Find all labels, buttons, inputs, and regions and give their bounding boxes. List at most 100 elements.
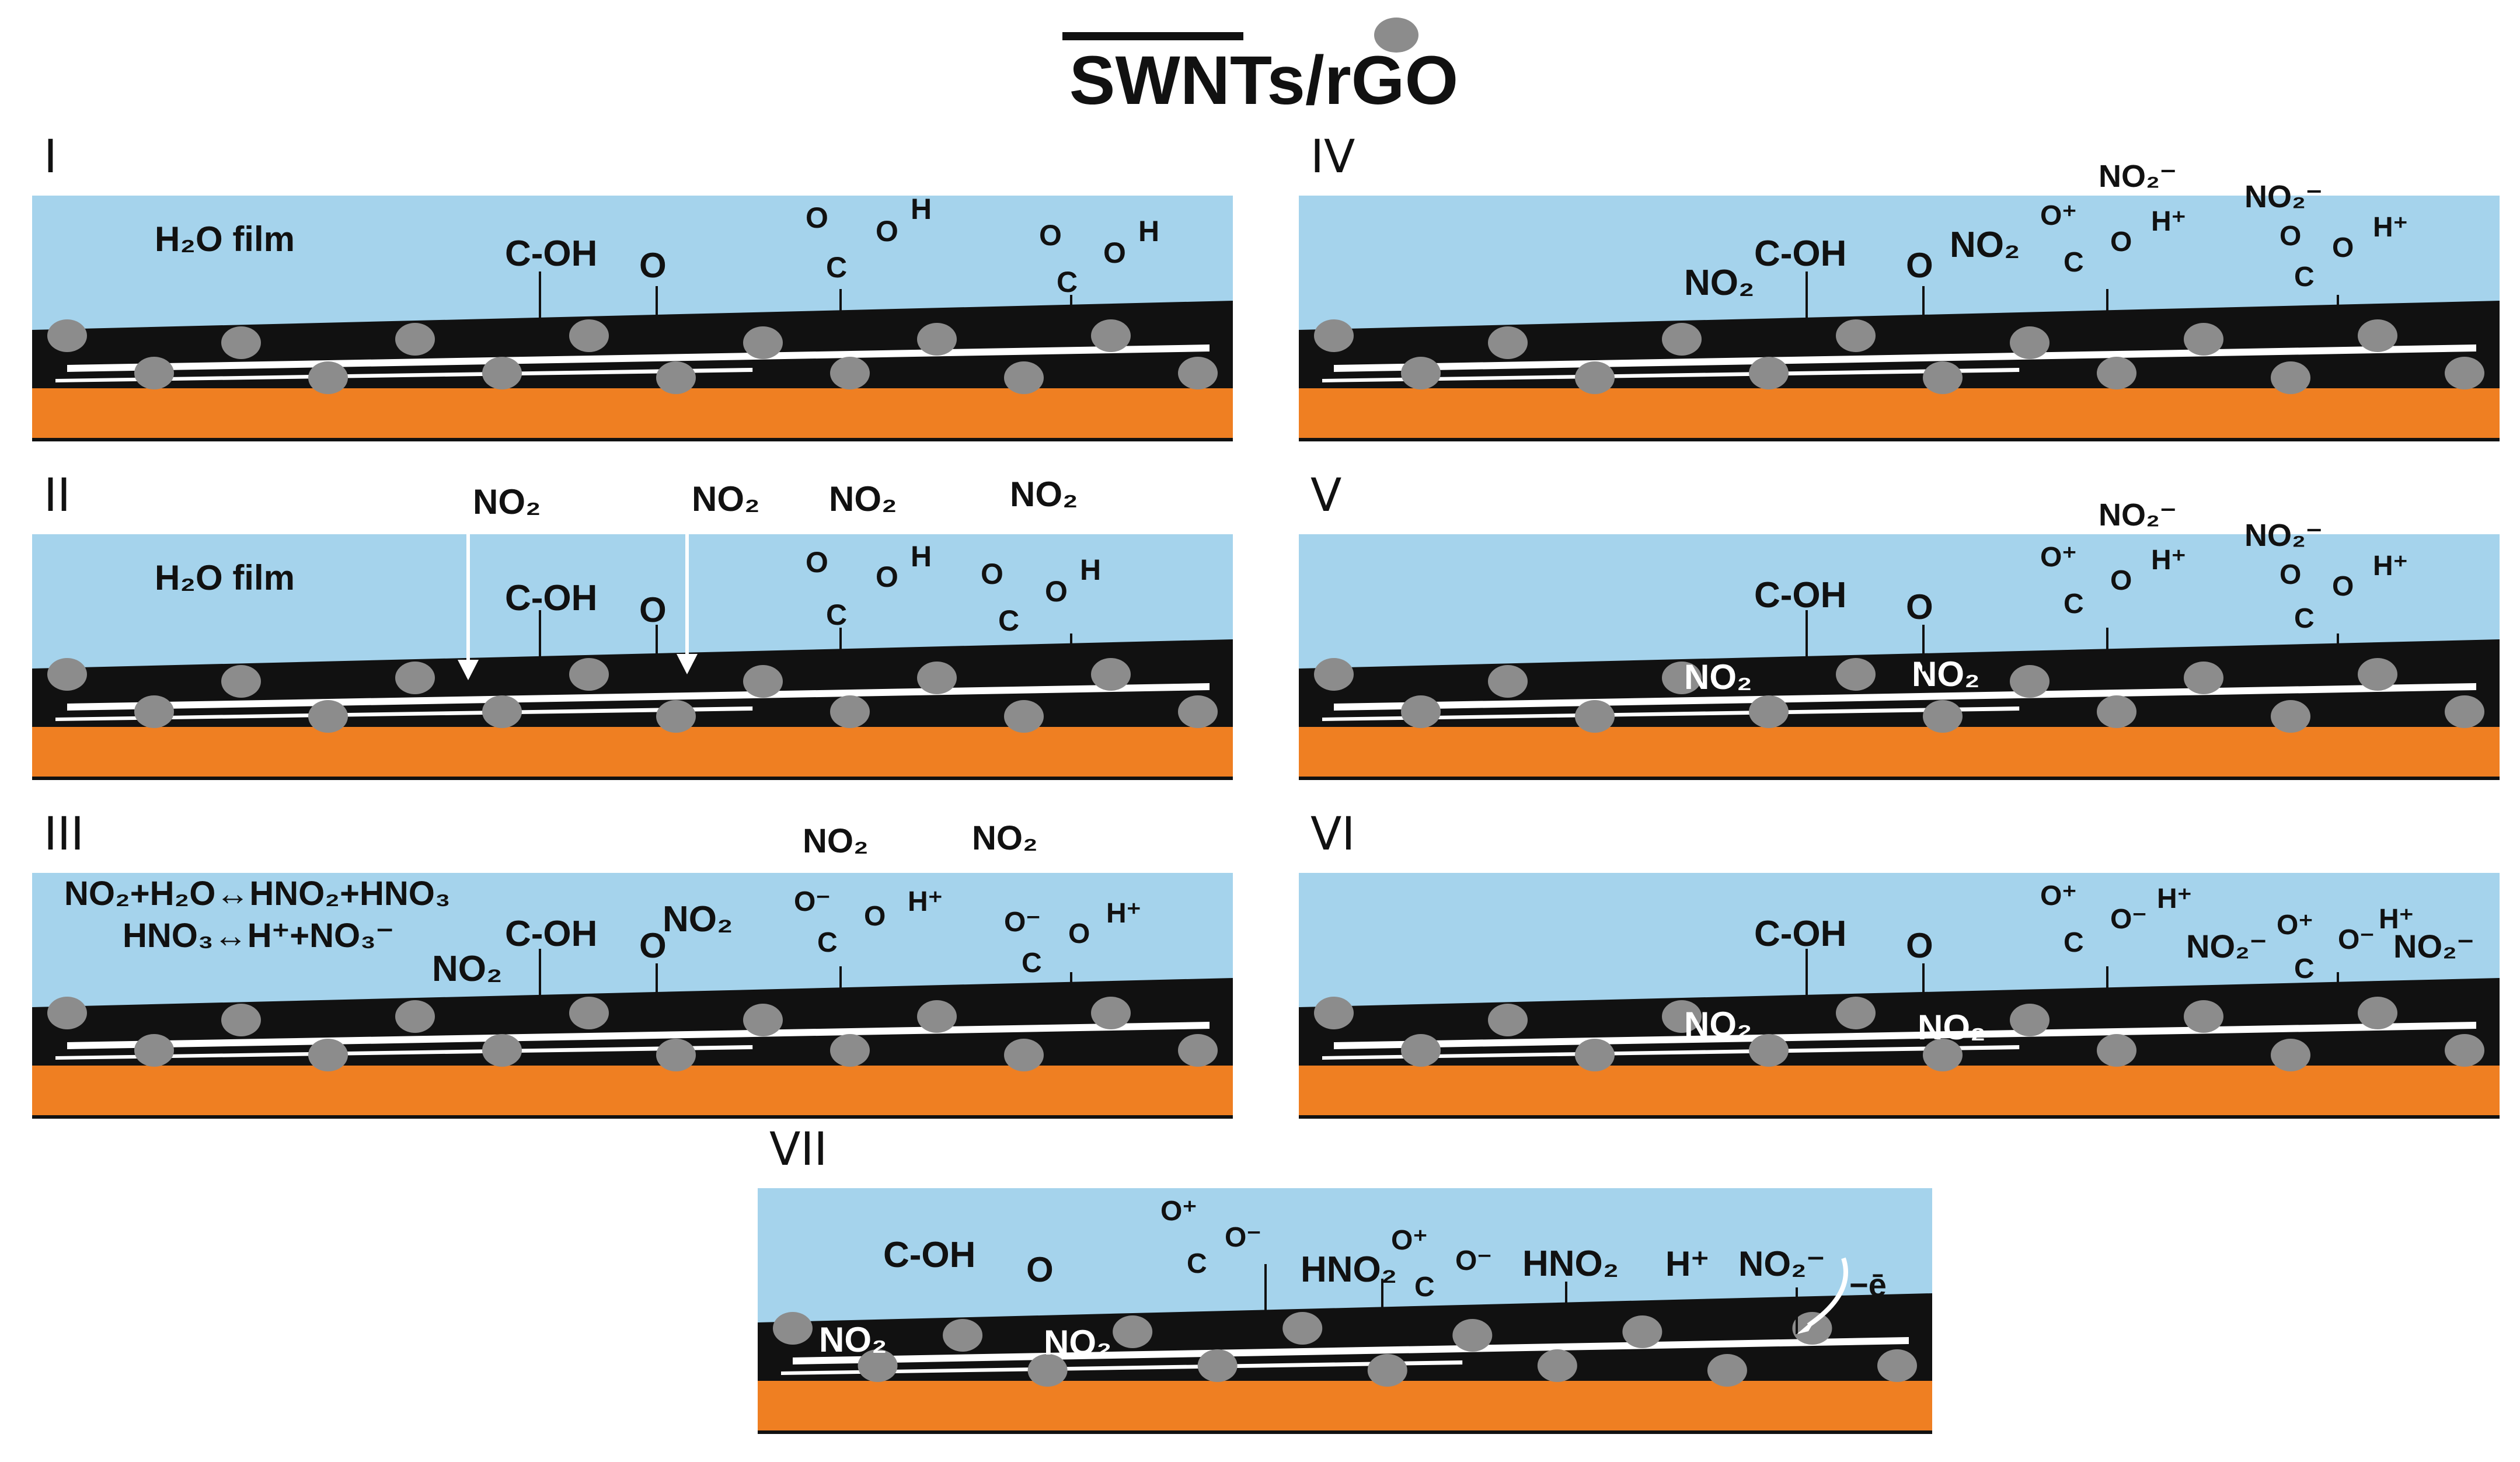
panel-label: II <box>44 469 71 522</box>
substrate <box>1299 1066 2500 1117</box>
rgo-particle <box>656 700 696 733</box>
rgo-particle <box>1004 1039 1044 1071</box>
rgo-particle <box>858 1349 898 1382</box>
chem-label: C <box>1057 266 1078 298</box>
rgo-particle <box>482 357 522 389</box>
panel-label: VII <box>769 1123 827 1176</box>
chem-label: C-OH <box>1754 914 1846 954</box>
chem-label: O <box>806 201 828 234</box>
rgo-particle <box>1923 361 1963 394</box>
white-streak <box>55 706 753 721</box>
white-streak <box>781 1360 1463 1375</box>
rgo-particle <box>1178 695 1218 728</box>
rgo-particle <box>830 1034 870 1067</box>
substrate <box>32 1066 1233 1117</box>
chem-label: C-OH <box>505 578 597 618</box>
rgo-particle <box>917 323 957 356</box>
rgo-particle <box>1707 1354 1747 1387</box>
chem-label: O⁺ <box>2040 542 2077 573</box>
rgo-particle <box>1877 1349 1917 1382</box>
chem-label: O <box>876 215 898 248</box>
electron-transfer-arrow <box>1807 1257 1848 1328</box>
rgo-particle <box>743 1004 783 1036</box>
rgo-particle <box>395 662 435 694</box>
substrate <box>32 388 1233 440</box>
chem-label: NO₂ <box>1684 657 1752 697</box>
rgo-particle <box>134 357 174 389</box>
chem-label: C <box>2064 247 2084 278</box>
rgo-particle <box>308 1039 348 1071</box>
rgo-particle-icon <box>1374 18 1418 53</box>
rgo-particle <box>1836 658 1876 691</box>
chem-label: NO₂⁻ <box>2186 928 2267 965</box>
chem-label: O <box>876 561 898 593</box>
chem-label: NO₂⁻ <box>2393 928 2474 965</box>
chem-label: NO₂ <box>473 482 541 521</box>
chem-label: O <box>639 926 667 965</box>
chem-label: H <box>911 540 932 573</box>
chem-label: NO₂⁻ <box>2244 518 2323 553</box>
chem-label: O⁻ <box>794 886 831 917</box>
chem-label: O⁺ <box>2277 910 2313 941</box>
rgo-particle <box>482 695 522 728</box>
rgo-particle <box>917 1000 957 1033</box>
chem-label: O <box>1026 1250 1054 1289</box>
rgo-particle <box>2358 319 2397 352</box>
chem-label: O <box>2110 227 2132 257</box>
film-label: H₂O film <box>155 558 295 597</box>
rgo-particle <box>1575 700 1615 733</box>
rgo-particle <box>1091 997 1131 1029</box>
rgo-particle <box>2271 700 2310 733</box>
panel-label: III <box>44 808 84 861</box>
chem-label: NO₂ <box>1010 475 1078 514</box>
arrow-head <box>677 654 698 674</box>
rgo-particle <box>2184 1000 2223 1033</box>
rgo-particle <box>1178 357 1218 389</box>
rgo-particle <box>1792 1312 1832 1345</box>
chem-label: O <box>806 546 828 579</box>
panel-label: IV <box>1310 131 1355 183</box>
chem-label: NO₂ <box>663 899 733 939</box>
rgo-particle <box>743 665 783 698</box>
chem-label: C-OH <box>883 1235 975 1275</box>
reaction-equation: HNO₃↔H⁺+NO₃⁻ <box>123 917 394 955</box>
chem-label: C <box>2064 927 2084 958</box>
rgo-particle <box>395 1000 435 1033</box>
rgo-particle <box>1314 319 1354 352</box>
rgo-particle <box>1314 658 1354 691</box>
rgo-particle <box>1575 361 1615 394</box>
chem-label: NO₂ <box>1684 1005 1752 1044</box>
rgo-particle <box>830 695 870 728</box>
chem-label: O <box>1906 587 1933 626</box>
rgo-particle <box>2010 326 2050 359</box>
white-streak <box>55 368 753 382</box>
rgo-particle <box>1488 326 1528 359</box>
white-streak <box>55 1045 753 1060</box>
chem-label: C <box>2064 589 2084 619</box>
reaction-equation: NO₂+H₂O↔HNO₂+HNO₃ <box>64 875 451 913</box>
rgo-particle <box>1622 1315 1662 1348</box>
rgo-particle <box>1488 1004 1528 1036</box>
chem-label: O⁻ <box>2110 904 2147 935</box>
rgo-particle <box>2097 357 2136 389</box>
chem-label: O <box>639 246 667 285</box>
rgo-particle <box>2358 997 2397 1029</box>
rgo-particle <box>221 665 261 698</box>
chem-label: O <box>1068 918 1090 949</box>
chem-label: O⁺ <box>1160 1196 1197 1227</box>
rgo-particle <box>2271 361 2310 394</box>
chem-label: C-OH <box>505 914 597 954</box>
chem-label: C <box>2294 603 2315 634</box>
chem-label: C <box>2294 953 2315 984</box>
chem-label: C-OH <box>1754 234 1846 274</box>
chem-label: O <box>639 590 667 629</box>
rgo-particle <box>1749 1034 1789 1067</box>
chem-label: NO₂ <box>819 1320 887 1359</box>
chem-label: H⁺ <box>2151 545 2186 576</box>
chem-label: NO₂ <box>829 479 897 518</box>
